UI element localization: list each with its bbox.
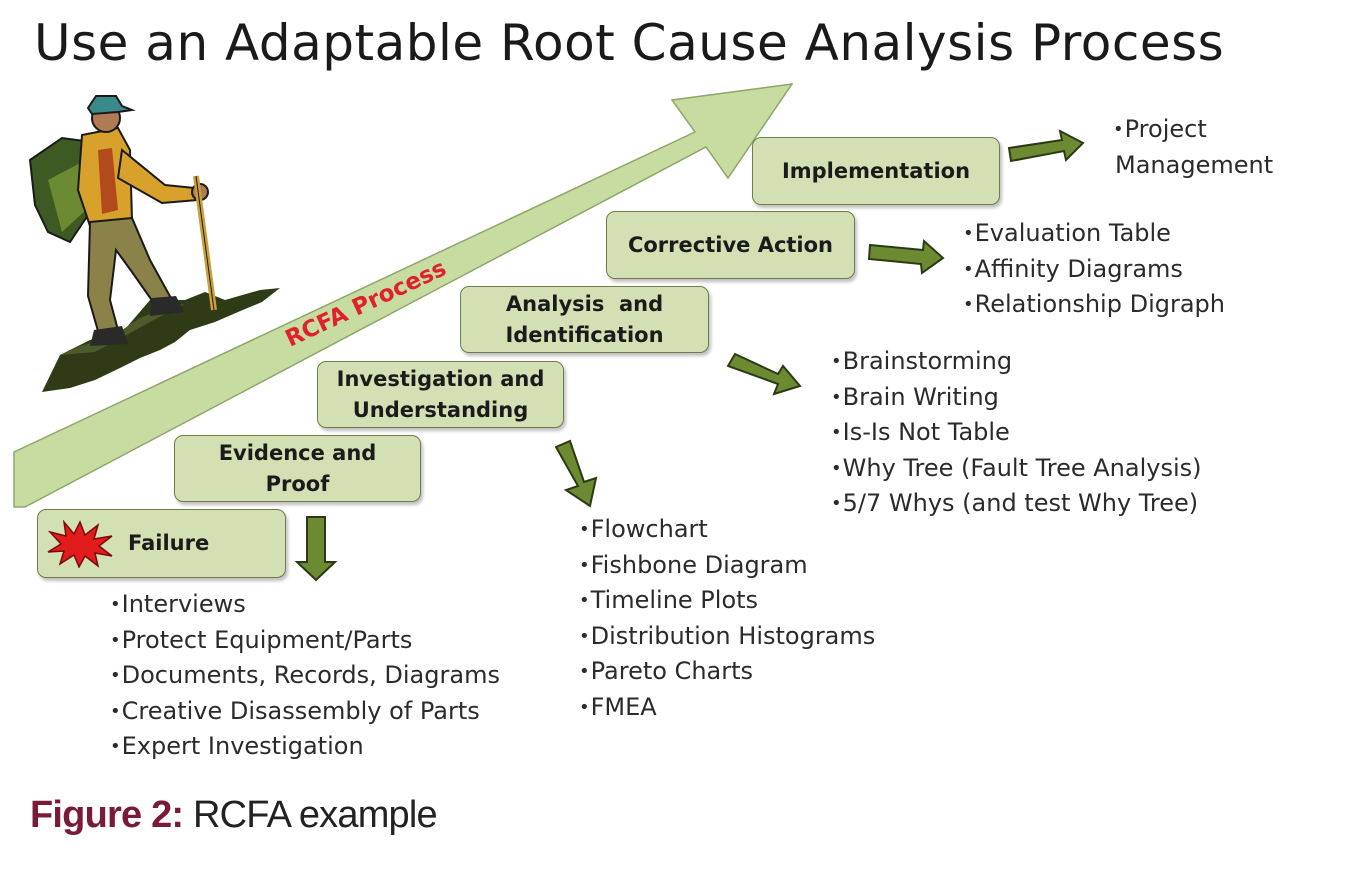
step-investigation-line-2: Understanding — [352, 397, 529, 422]
step-evidence-line-1: Evidence and — [218, 440, 377, 465]
list-investigation-tools: Flowchart Fishbone Diagram Timeline Plot… — [579, 512, 876, 726]
list-corrective-tools: Evaluation Table Affinity Diagrams Relat… — [963, 216, 1225, 323]
step-evidence: Evidence and Proof — [174, 435, 421, 502]
list-item: Evaluation Table — [963, 216, 1225, 252]
arrow-implementation-right — [1007, 129, 1085, 163]
list-implementation-tools: Project Management — [1113, 112, 1273, 183]
step-failure: Failure — [37, 509, 286, 578]
list-item: Brainstorming — [831, 344, 1202, 380]
list-analysis-tools: Brainstorming Brain Writing Is-Is Not Ta… — [831, 344, 1202, 522]
list-item: Documents, Records, Diagrams — [110, 658, 500, 694]
step-corrective-action: Corrective Action — [606, 211, 855, 279]
list-item: Flowchart — [579, 512, 875, 548]
hiker-figure — [28, 95, 280, 392]
figure-caption: Figure 2: RCFA example — [30, 794, 438, 837]
list-item: Relationship Digraph — [963, 287, 1225, 323]
list-item: Brain Writing — [831, 380, 1202, 416]
list-item: Why Tree (Fault Tree Analysis) — [831, 451, 1202, 487]
list-item: Management — [1115, 150, 1274, 179]
rcfa-process-arrow — [13, 83, 794, 508]
step-investigation-line-1: Investigation and — [336, 366, 545, 391]
list-item: Affinity Diagrams — [963, 252, 1225, 288]
arrow-analysis-right — [726, 352, 802, 396]
figure-caption-label: Figure 2: — [30, 794, 184, 836]
step-evidence-line-2: Proof — [265, 471, 330, 496]
step-implementation-label: Implementation — [781, 158, 971, 183]
step-analysis-line-2: Identification — [505, 322, 664, 347]
step-corrective-label: Corrective Action — [627, 232, 834, 257]
list-item: 5/7 Whys (and test Why Tree) — [831, 486, 1202, 522]
step-failure-label: Failure — [128, 531, 210, 555]
list-item: Pareto Charts — [579, 654, 875, 690]
arrow-corrective-right — [867, 238, 945, 275]
step-implementation: Implementation — [752, 137, 1000, 205]
step-analysis-line-1: Analysis and — [505, 291, 664, 316]
step-analysis: Analysis and Identification — [460, 286, 709, 353]
list-item: Distribution Histograms — [579, 619, 876, 655]
explosion-icon — [47, 519, 113, 568]
list-item: Timeline Plots — [579, 583, 875, 619]
list-item: FMEA — [579, 690, 875, 726]
list-item: Project — [1113, 112, 1273, 148]
arrow-investigation-down — [554, 439, 598, 508]
list-failure-tools: Interviews Protect Equipment/Parts Docum… — [110, 587, 500, 765]
list-item: Is-Is Not Table — [831, 415, 1202, 451]
list-item: Fishbone Diagram — [579, 548, 875, 584]
list-item: Protect Equipment/Parts — [110, 623, 500, 659]
diagram-title: Use an Adaptable Root Cause Analysis Pro… — [34, 14, 1225, 72]
figure-caption-text: RCFA example — [183, 794, 438, 836]
list-item: Interviews — [110, 587, 500, 623]
step-investigation: Investigation and Understanding — [317, 361, 564, 428]
arrow-failure-down — [294, 516, 338, 582]
rcfa-process-label: RCFA Process — [282, 255, 451, 352]
list-item: Creative Disassembly of Parts — [110, 694, 500, 730]
list-item: Expert Investigation — [110, 729, 500, 765]
